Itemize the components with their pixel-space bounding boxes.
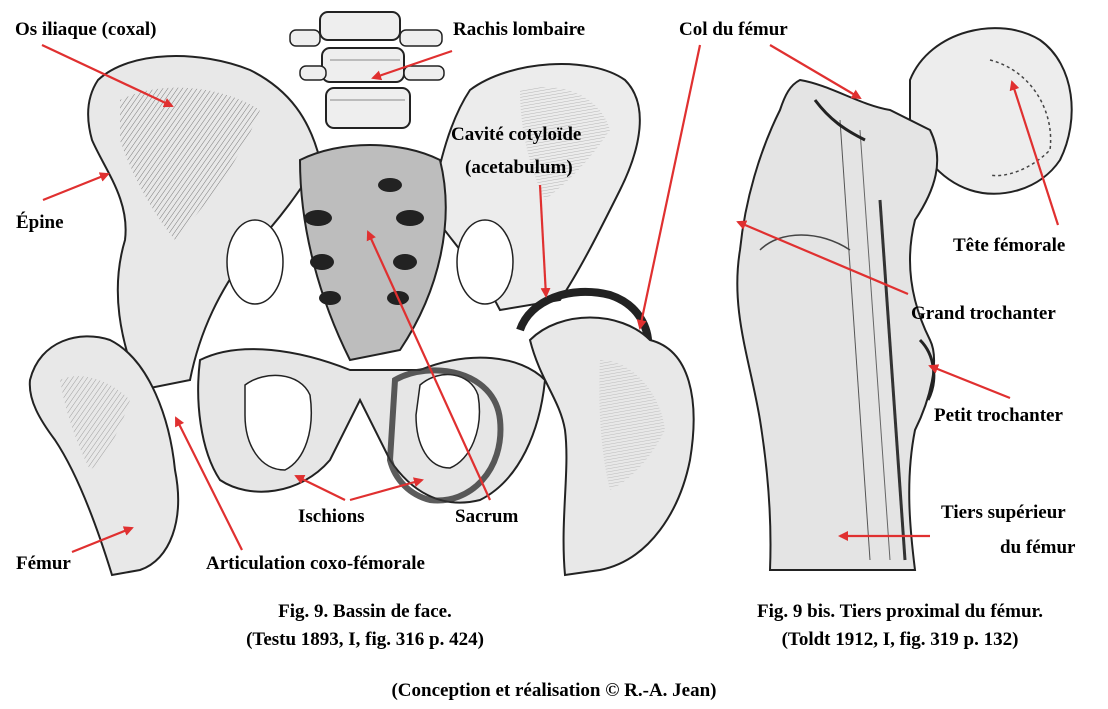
femur-neck-and-shaft: [736, 78, 939, 571]
label-tete-femorale: Tête fémorale: [953, 235, 1066, 256]
arrow-rachis: [371, 49, 453, 81]
caption-fig9bis-line1: Fig. 9 bis. Tiers proximal du fémur.: [757, 601, 1043, 622]
label-epine: Épine: [16, 212, 64, 233]
arrow-ischions-left: [294, 475, 346, 501]
caption-fig9bis-line2: (Toldt 1912, I, fig. 319 p. 132): [781, 629, 1019, 650]
arrow-col-femur: [769, 44, 862, 100]
label-cavite-line1: Cavité cotyloïde: [451, 124, 582, 145]
arrow-articulation: [175, 416, 243, 551]
caption-fig9-line2: (Testu 1893, I, fig. 316 p. 424): [246, 629, 484, 650]
arrow-tete: [1009, 80, 1060, 226]
arrow-femur-left: [71, 526, 134, 554]
arrow-cavite: [538, 184, 551, 298]
label-sacrum: Sacrum: [455, 506, 519, 527]
arrow-epine: [42, 172, 110, 202]
femur-head: [909, 27, 1073, 195]
label-grand-trochanter: Grand trochanter: [911, 303, 1056, 324]
label-os-iliaque: Os iliaque (coxal): [15, 19, 157, 40]
arrow-petit-troch: [928, 364, 1011, 400]
label-articulation: Articulation coxo-fémorale: [206, 553, 425, 574]
caption-fig9-line1: Fig. 9. Bassin de face.: [278, 601, 452, 622]
label-tiers-line2: du fémur: [1000, 537, 1076, 558]
label-tiers-line1: Tiers supérieur: [941, 502, 1066, 523]
label-col-du-femur: Col du fémur: [679, 19, 788, 40]
arrow-col-pelvis: [636, 44, 702, 330]
label-ischions: Ischions: [298, 506, 365, 527]
label-petit-trochanter: Petit trochanter: [934, 405, 1063, 426]
arrow-sacrum: [366, 230, 492, 501]
arrow-ischions-right: [349, 477, 424, 502]
label-femur: Fémur: [16, 553, 71, 574]
label-rachis-lombaire: Rachis lombaire: [453, 19, 586, 40]
arrow-os-iliaque: [41, 44, 174, 108]
label-cavite-line2: (acetabulum): [465, 157, 573, 178]
caption-credit: (Conception et réalisation © R.-A. Jean): [391, 680, 717, 701]
arrow-grand-troch: [736, 220, 909, 296]
